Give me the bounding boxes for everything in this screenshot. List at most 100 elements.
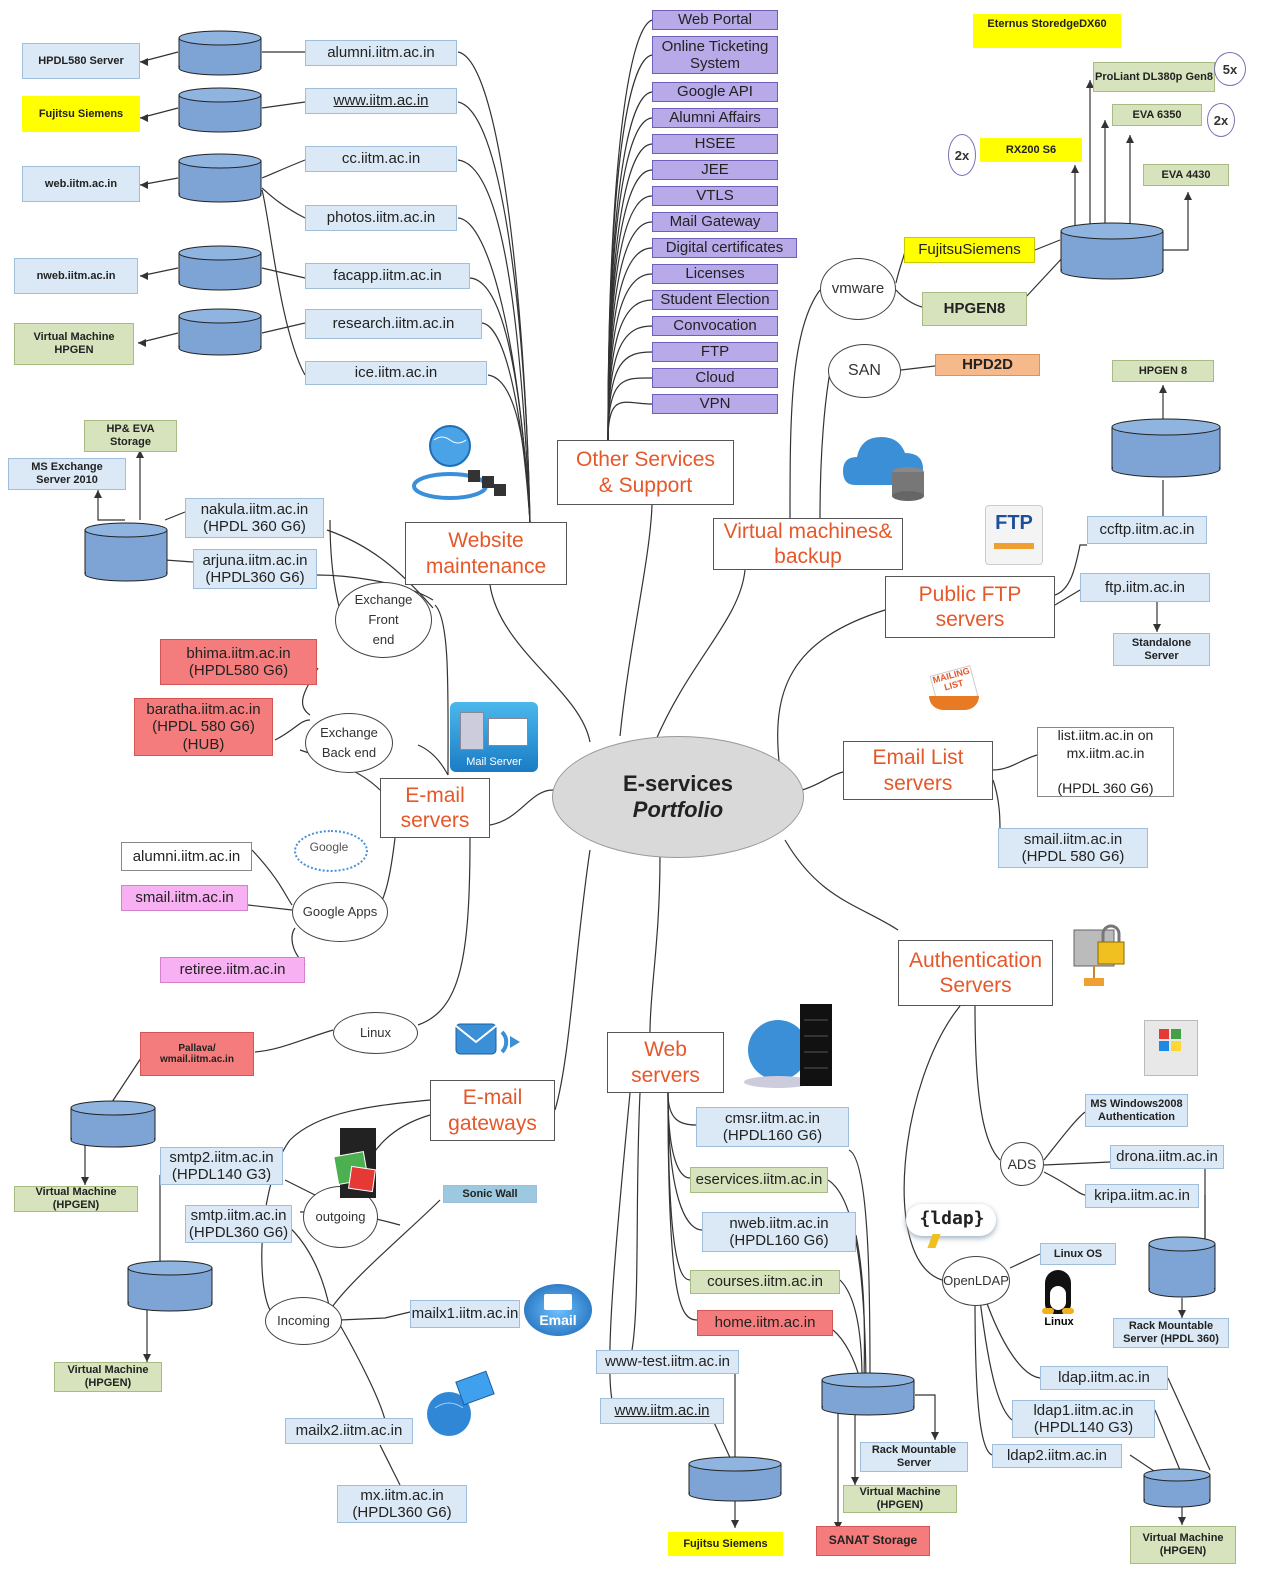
- web-courses[interactable]: courses.iitm.ac.in: [690, 1270, 840, 1294]
- site-facapp[interactable]: facapp.iitm.ac.in: [305, 263, 470, 289]
- exchange-backend-node: Exchange Back end: [305, 713, 393, 773]
- service-vtls[interactable]: VTLS: [652, 186, 778, 206]
- service-google-api[interactable]: Google API: [652, 82, 778, 102]
- database-icon: [1148, 1236, 1216, 1298]
- gw-smtp[interactable]: smtp.iitm.ac.in (HPDL360 G6): [185, 1205, 292, 1243]
- san-node: SAN: [828, 344, 901, 398]
- service-alumni-affairs[interactable]: Alumni Affairs: [652, 108, 778, 128]
- service-vpn[interactable]: VPN: [652, 394, 778, 414]
- web-nweb[interactable]: nweb.iitm.ac.in (HPDL160 G6): [702, 1212, 856, 1252]
- ftp-ccftp[interactable]: ccftp.iitm.ac.in: [1087, 516, 1207, 544]
- web-eservices[interactable]: eservices.iitm.ac.in: [690, 1167, 828, 1193]
- category-email-list[interactable]: Email List servers: [843, 741, 993, 800]
- center-title: E-services: [622, 771, 734, 796]
- site-alumni[interactable]: alumni.iitm.ac.in: [305, 40, 457, 66]
- multiplier-2x-eva: 2x: [1207, 103, 1235, 137]
- category-public-ftp[interactable]: Public FTP servers: [885, 576, 1055, 638]
- web-www[interactable]: www.iitm.ac.in: [600, 1398, 724, 1424]
- mailing-list-icon: MAILING LIST: [925, 662, 985, 722]
- database-icon: [178, 87, 262, 133]
- gw-virtual-machine-1: Virtual Machine (HPGEN): [14, 1186, 138, 1212]
- gw-smtp2[interactable]: smtp2.iitm.ac.in (HPDL140 G3): [160, 1147, 283, 1185]
- site-cc[interactable]: cc.iitm.ac.in: [305, 146, 457, 172]
- auth-kripa[interactable]: kripa.iitm.ac.in: [1085, 1184, 1199, 1208]
- auth-ldap[interactable]: ldap.iitm.ac.in: [1040, 1366, 1168, 1390]
- category-website-maintenance[interactable]: Website maintenance: [405, 522, 567, 585]
- globe-mail-icon: [427, 1370, 495, 1436]
- web-home[interactable]: home.iitm.ac.in: [697, 1310, 833, 1336]
- emaillist-list[interactable]: list.iitm.ac.in on mx.iitm.ac.in (HPDL 3…: [1037, 727, 1174, 797]
- exchange-frontend-node: Exchange Front end: [335, 582, 432, 658]
- web-virtual-machine: Virtual Machine (HPGEN): [843, 1485, 957, 1513]
- service-jee[interactable]: JEE: [652, 160, 778, 180]
- email-icon-label: Email: [539, 1312, 577, 1328]
- mail-server-icon-label: Mail Server: [466, 756, 522, 768]
- emaillist-smail[interactable]: smail.iitm.ac.in (HPDL 580 G6): [998, 828, 1148, 868]
- google-icon-label: Google: [309, 840, 349, 854]
- web-cmsr[interactable]: cmsr.iitm.ac.in (HPDL160 G6): [696, 1107, 849, 1147]
- database-icon: [70, 1100, 156, 1148]
- database-icon: [1111, 418, 1221, 478]
- cloud-storage-icon: [843, 437, 924, 501]
- gw-mx[interactable]: mx.iitm.ac.in (HPDL360 G6): [337, 1485, 467, 1523]
- google-apps-icon: Google: [288, 824, 370, 874]
- gw-mailx1[interactable]: mailx1.iitm.ac.in: [410, 1300, 520, 1328]
- service-convocation[interactable]: Convocation: [652, 316, 778, 336]
- service-ftp[interactable]: FTP: [652, 342, 778, 362]
- service-online-ticketing[interactable]: Online Ticketing System: [652, 36, 778, 74]
- storage-rx200: RX200 S6: [980, 138, 1082, 162]
- category-web-servers[interactable]: Web servers: [607, 1032, 724, 1093]
- service-cloud[interactable]: Cloud: [652, 368, 778, 388]
- storage-proliant: ProLiant DL380p Gen8: [1093, 62, 1215, 92]
- email-baratha[interactable]: baratha.iitm.ac.in (HPDL 580 G6) (HUB): [134, 698, 273, 756]
- email-nakula[interactable]: nakula.iitm.ac.in (HPDL 360 G6): [185, 498, 324, 538]
- email-send-icon: [455, 1023, 520, 1055]
- service-mail-gateway[interactable]: Mail Gateway: [652, 212, 778, 232]
- email-arjuna[interactable]: arjuna.iitm.ac.in (HPDL360 G6): [193, 549, 317, 589]
- service-digital-certificates[interactable]: Digital certificates: [652, 238, 797, 258]
- auth-ldap2[interactable]: ldap2.iitm.ac.in: [992, 1444, 1122, 1468]
- site-photos[interactable]: photos.iitm.ac.in: [305, 205, 457, 231]
- service-licenses[interactable]: Licenses: [652, 264, 778, 284]
- category-other-services[interactable]: Other Services & Support: [557, 440, 734, 505]
- site-www[interactable]: www.iitm.ac.in: [305, 88, 457, 114]
- database-icon: [821, 1372, 915, 1416]
- portfolio-center: E-services Portfolio: [552, 736, 804, 858]
- gw-mailx2[interactable]: mailx2.iitm.ac.in: [285, 1418, 413, 1444]
- ftp-ftp[interactable]: ftp.iitm.ac.in: [1080, 573, 1210, 602]
- email-alumni[interactable]: alumni.iitm.ac.in: [121, 842, 252, 871]
- category-email-gateways[interactable]: E-mail gateways: [430, 1080, 555, 1141]
- storage-eva6350: EVA 6350: [1112, 104, 1202, 126]
- email-bhima[interactable]: bhima.iitm.ac.in (HPDL580 G6): [160, 639, 317, 685]
- gw-pallava[interactable]: Pallava/ wmail.iitm.ac.in: [140, 1032, 254, 1076]
- service-hsee[interactable]: HSEE: [652, 134, 778, 154]
- database-icon: [178, 153, 262, 203]
- auth-drona[interactable]: drona.iitm.ac.in: [1110, 1145, 1224, 1169]
- auth-ms-windows: MS Windows2008 Authentication: [1085, 1094, 1188, 1127]
- ldap-logo-text: {ldap}: [919, 1208, 985, 1229]
- mail-server-icon: Mail Server: [450, 702, 538, 772]
- ftp-hpgen8: HPGEN 8: [1112, 360, 1214, 382]
- linux-tux-icon: Linux: [1036, 1266, 1082, 1332]
- site-research[interactable]: research.iitm.ac.in: [305, 309, 482, 339]
- database-icon: [688, 1456, 782, 1502]
- database-icon: [1060, 222, 1164, 280]
- category-authentication[interactable]: Authentication Servers: [898, 940, 1053, 1006]
- windows-server-icon: [1144, 1020, 1198, 1076]
- vm-hpgen8: HPGEN8: [922, 292, 1027, 326]
- email-icon: Email: [524, 1284, 592, 1336]
- secure-server-icon: [1073, 924, 1125, 986]
- category-virtual-machines[interactable]: Virtual machines& backup: [713, 518, 903, 570]
- category-email-servers[interactable]: E-mail servers: [380, 778, 490, 838]
- email-smail[interactable]: smail.iitm.ac.in: [121, 885, 248, 911]
- service-student-election[interactable]: Student Election: [652, 290, 778, 310]
- auth-ldap1[interactable]: ldap1.iitm.ac.in (HPDL140 G3): [1012, 1400, 1155, 1438]
- web-www-test[interactable]: www-test.iitm.ac.in: [596, 1350, 739, 1374]
- email-retiree[interactable]: retiree.iitm.ac.in: [160, 957, 305, 983]
- center-subtitle: Portfolio: [632, 797, 724, 822]
- service-web-portal[interactable]: Web Portal: [652, 10, 778, 30]
- database-icon: [84, 522, 168, 582]
- site-ice[interactable]: ice.iitm.ac.in: [305, 361, 487, 385]
- ftp-icon: FTP: [985, 505, 1043, 565]
- server-hpdl580: HPDL580 Server: [22, 43, 140, 79]
